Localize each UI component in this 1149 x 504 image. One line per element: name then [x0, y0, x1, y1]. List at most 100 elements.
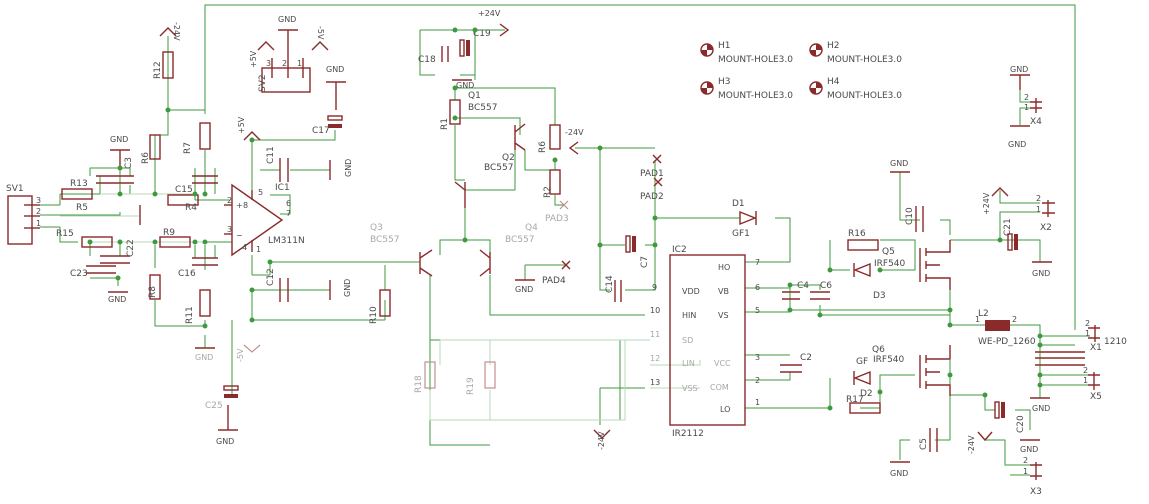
ic2-pin-vcc: VCC	[714, 359, 731, 368]
inductor-l2: L2 WE-PD_1260 1 2	[975, 309, 1036, 347]
capacitor-c3: C3	[96, 157, 134, 184]
ic2-part: IR2112	[672, 429, 704, 439]
resistor-r9: R9	[159, 228, 191, 248]
c15-label: C15	[175, 185, 193, 195]
pad1: PAD1	[640, 154, 664, 179]
transistor-q-mid	[454, 181, 466, 208]
ic2-pin-lo: LO	[720, 405, 730, 414]
gnd-label-10: GND	[515, 285, 533, 294]
ic2-pinnum-3: 3	[755, 353, 760, 362]
c16-label: C16	[178, 269, 196, 279]
sv2-label: SV2	[258, 74, 268, 92]
ic2-pin-hin: HIN	[682, 311, 696, 320]
p24v-label-2: +24V	[982, 192, 991, 215]
c5-label: C5	[919, 438, 929, 450]
sv1-pin-2: 2	[36, 207, 41, 216]
ic2-pin-vs: VS	[718, 311, 729, 320]
gnd-label-3: GND	[195, 353, 213, 362]
q3-type: BC557	[370, 235, 399, 245]
gnd-label-14: GND	[1032, 404, 1050, 413]
ic2-pinnum-11: 11	[650, 330, 660, 339]
capacitor-c15: C15	[175, 175, 218, 195]
ic2-pinnum-7: 7	[755, 258, 760, 267]
h3-label: H3	[718, 77, 731, 87]
ic1-minus: −	[236, 231, 243, 240]
capacitor-c21: C21	[1003, 218, 1018, 251]
mount-hole-h2: H2 MOUNT-HOLE3.0	[809, 41, 902, 65]
r4-label: R4	[185, 203, 197, 213]
gnd-label-6: GND	[326, 65, 344, 74]
capacitor-c10: C10	[905, 206, 924, 232]
capacitor-c23: C23	[70, 265, 116, 279]
r18-label: R18	[414, 375, 424, 393]
r19-label: R19	[466, 377, 476, 395]
d3-label: D3	[873, 291, 886, 301]
sv2-pin-2: 2	[282, 59, 287, 68]
capacitor-c7: C7	[625, 235, 650, 268]
resistor-r11: R11	[185, 289, 211, 324]
capacitor-c2: C2	[780, 353, 812, 373]
r11-label: R11	[185, 306, 195, 324]
d2-gf: GF	[856, 357, 868, 367]
c19-label: C19	[473, 29, 491, 39]
diode-d2: D2 GF	[853, 357, 873, 399]
ic1-label: IC1	[275, 183, 290, 193]
resistor-r19: R19	[466, 361, 496, 395]
resistor-r6-right: R6	[538, 124, 561, 153]
capacitor-c5: C5	[919, 428, 938, 452]
gnd-symbols: GND GND GND GND GND GND GND GND GND GND …	[108, 15, 1052, 478]
r12-label: R12	[153, 61, 163, 79]
p5v-label-2: +5V	[237, 116, 246, 134]
resistor-r4: R4	[167, 194, 199, 213]
comparator-ic1: + − IC1 LM311N 8 5 6 7 2 3 4 1	[224, 183, 305, 257]
ic2-pinnum-12: 12	[650, 354, 660, 363]
m24v-label-4: -24V	[967, 435, 976, 454]
resistor-r18: R18	[414, 361, 436, 393]
ic1-pin-8: 8	[243, 201, 248, 210]
capacitor-c12: C12	[266, 268, 289, 302]
faded-wires	[60, 193, 701, 421]
diode-d1: D1 GF1	[732, 199, 757, 239]
ic2-pinnum-10: 10	[650, 306, 660, 315]
h3-type: MOUNT-HOLE3.0	[718, 91, 793, 101]
capacitor-c11: C11	[266, 146, 289, 182]
gnd-label-12: GND	[890, 469, 908, 478]
c10-label: C10	[905, 207, 915, 225]
capacitor-c6: C6	[810, 281, 832, 300]
c21-label: C21	[1003, 218, 1013, 236]
resistor-r8: R8	[148, 274, 161, 300]
q1-label: Q1	[468, 91, 481, 101]
r9-label: R9	[163, 228, 175, 238]
gnd-label-11: GND	[890, 159, 908, 168]
ic2-pin-vdd: VDD	[682, 287, 700, 296]
p5v-label-1: +5V	[249, 50, 258, 68]
q6-label: Q6	[872, 345, 885, 355]
capacitor-c19: C19	[459, 29, 491, 57]
mosfet-q5: Q5 IRF540	[874, 240, 951, 290]
ic2-pin-lin: LIN	[682, 359, 695, 368]
c11-label: C11	[266, 146, 276, 164]
ic1-pin-4: 4	[242, 243, 247, 252]
ic2-pinnum-2: 2	[755, 376, 760, 385]
gnd-label-15: GND	[1020, 445, 1038, 454]
q6-type: IRF540	[873, 355, 905, 365]
x1-pin-1: 1	[1085, 329, 1090, 338]
sv1-label: SV1	[6, 184, 24, 194]
r17-label: R17	[846, 395, 864, 405]
r6-right-label: R6	[538, 141, 548, 153]
r2-label: R2	[543, 186, 553, 198]
resistor-r16: R16	[847, 229, 879, 251]
ic1-pin-7: 7	[286, 209, 291, 218]
ic1-pin-2: 2	[227, 196, 232, 205]
h1-label: H1	[718, 41, 731, 51]
x2-pin-1: 1	[1036, 205, 1041, 214]
r13-label: R13	[70, 179, 88, 189]
d1-label: D1	[732, 199, 745, 209]
capacitor-c18: C18	[418, 46, 449, 65]
q4-label: Q4	[525, 223, 538, 233]
capacitor-c4: C4	[782, 281, 809, 300]
wires	[40, 4, 1090, 476]
m24v-label-1: -24V	[172, 22, 181, 41]
m24v-label-2: -24V	[565, 128, 584, 137]
r8-label: R8	[148, 286, 158, 298]
